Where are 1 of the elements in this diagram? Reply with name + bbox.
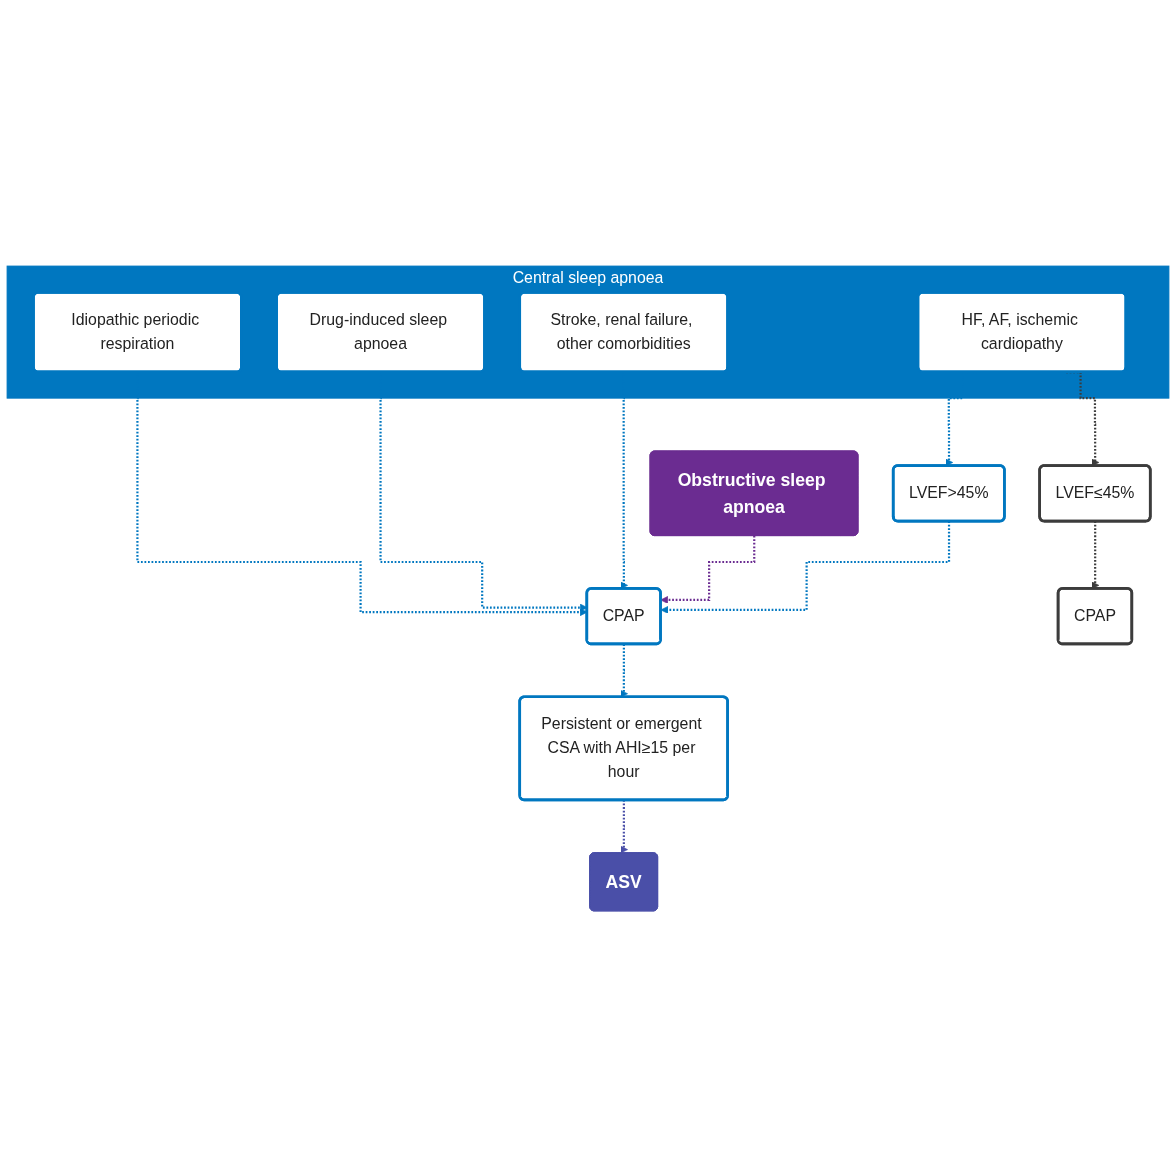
arrow [660, 534, 756, 604]
